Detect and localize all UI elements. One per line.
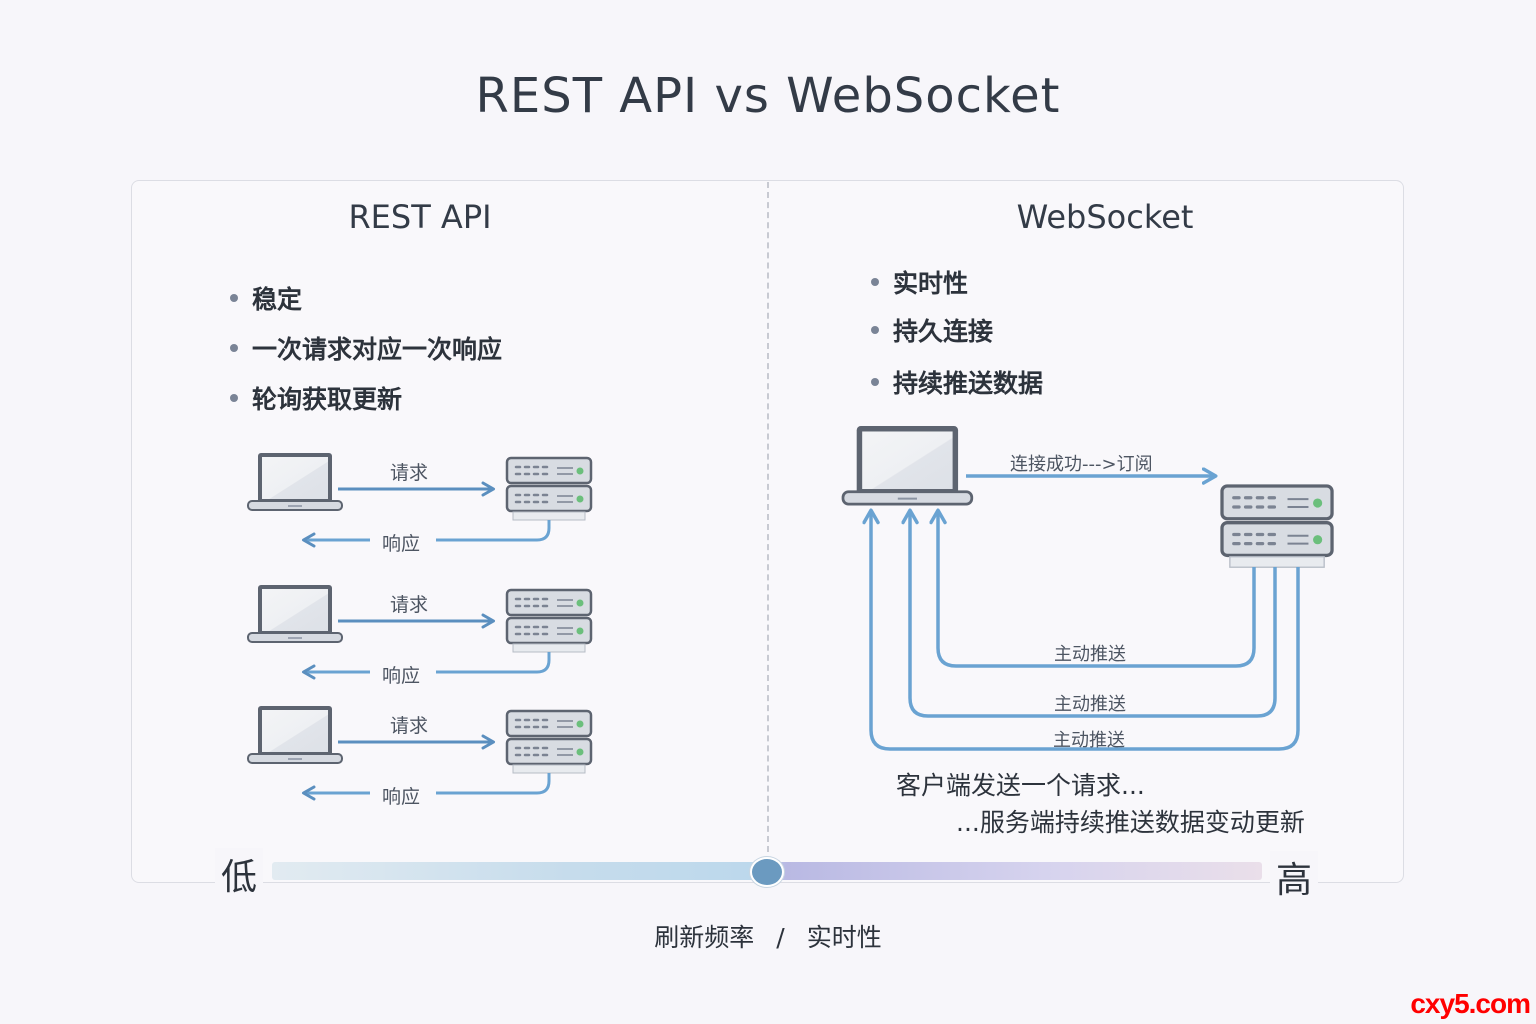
scale-low-label: 低 [215,848,264,900]
ws-description-line2: ...服务端持续推送数据变动更新 [956,808,1305,837]
laptop-icon [247,452,343,511]
bullet-dot [230,344,238,352]
push-arrow-2 [901,508,1277,718]
request-label: 请求 [390,715,429,737]
push-arrow-3 [862,508,1300,751]
websocket-bullet: 实时性 [871,264,968,300]
server-icon [505,456,593,522]
page-title: REST API vs WebSocket [475,68,1061,124]
push-label: 主动推送 [1054,644,1126,665]
response-arrow [305,520,551,540]
rest-exchange [247,452,593,540]
axis-separator: / [776,923,785,952]
response-arrow [305,773,551,793]
server-icon [505,709,593,775]
request-label: 请求 [390,462,429,484]
push-label: 主动推送 [1053,730,1125,751]
ws-description-line1: 客户端发送一个请求... [896,771,1145,800]
ws-server-icon [1220,484,1334,569]
response-label: 响应 [382,665,421,687]
bullet-dot [871,378,879,386]
watermark: cxy5.com [1410,988,1531,1019]
websocket-bullet: 持续推送数据 [871,364,1043,400]
connect-label: 连接成功--->订阅 [1010,454,1153,475]
ws-laptop-icon [841,424,974,506]
response-arrow [305,652,551,672]
rest-bullet: 轮询获取更新 [230,380,402,416]
scale-high-label: 高 [1270,851,1319,903]
bullet-dot [230,394,238,402]
rest-bullet: 稳定 [230,280,302,316]
panel-divider [767,182,769,852]
request-label: 请求 [390,594,429,616]
response-label: 响应 [382,533,421,555]
server-icon [505,588,593,654]
websocket-heading: WebSocket [1016,198,1194,236]
axis-label-right: 实时性 [806,923,882,952]
push-label: 主动推送 [1054,694,1126,715]
websocket-diagram [841,424,1334,751]
bullet-dot [871,326,879,334]
rest-exchange [247,584,593,672]
websocket-bullet: 持久连接 [871,312,993,348]
rest-exchange [247,705,593,793]
push-arrow-1 [929,508,1256,668]
scale-axis-label: 刷新频率 / 实时性 [0,918,1536,954]
rest-heading: REST API [348,198,492,236]
scale-marker [750,857,784,887]
bullet-dot [871,278,879,286]
bullet-dot [230,294,238,302]
laptop-icon [247,584,343,643]
axis-label-left: 刷新频率 [654,923,755,952]
response-label: 响应 [382,786,421,808]
rest-bullet: 一次请求对应一次响应 [230,330,502,366]
laptop-icon [247,705,343,764]
